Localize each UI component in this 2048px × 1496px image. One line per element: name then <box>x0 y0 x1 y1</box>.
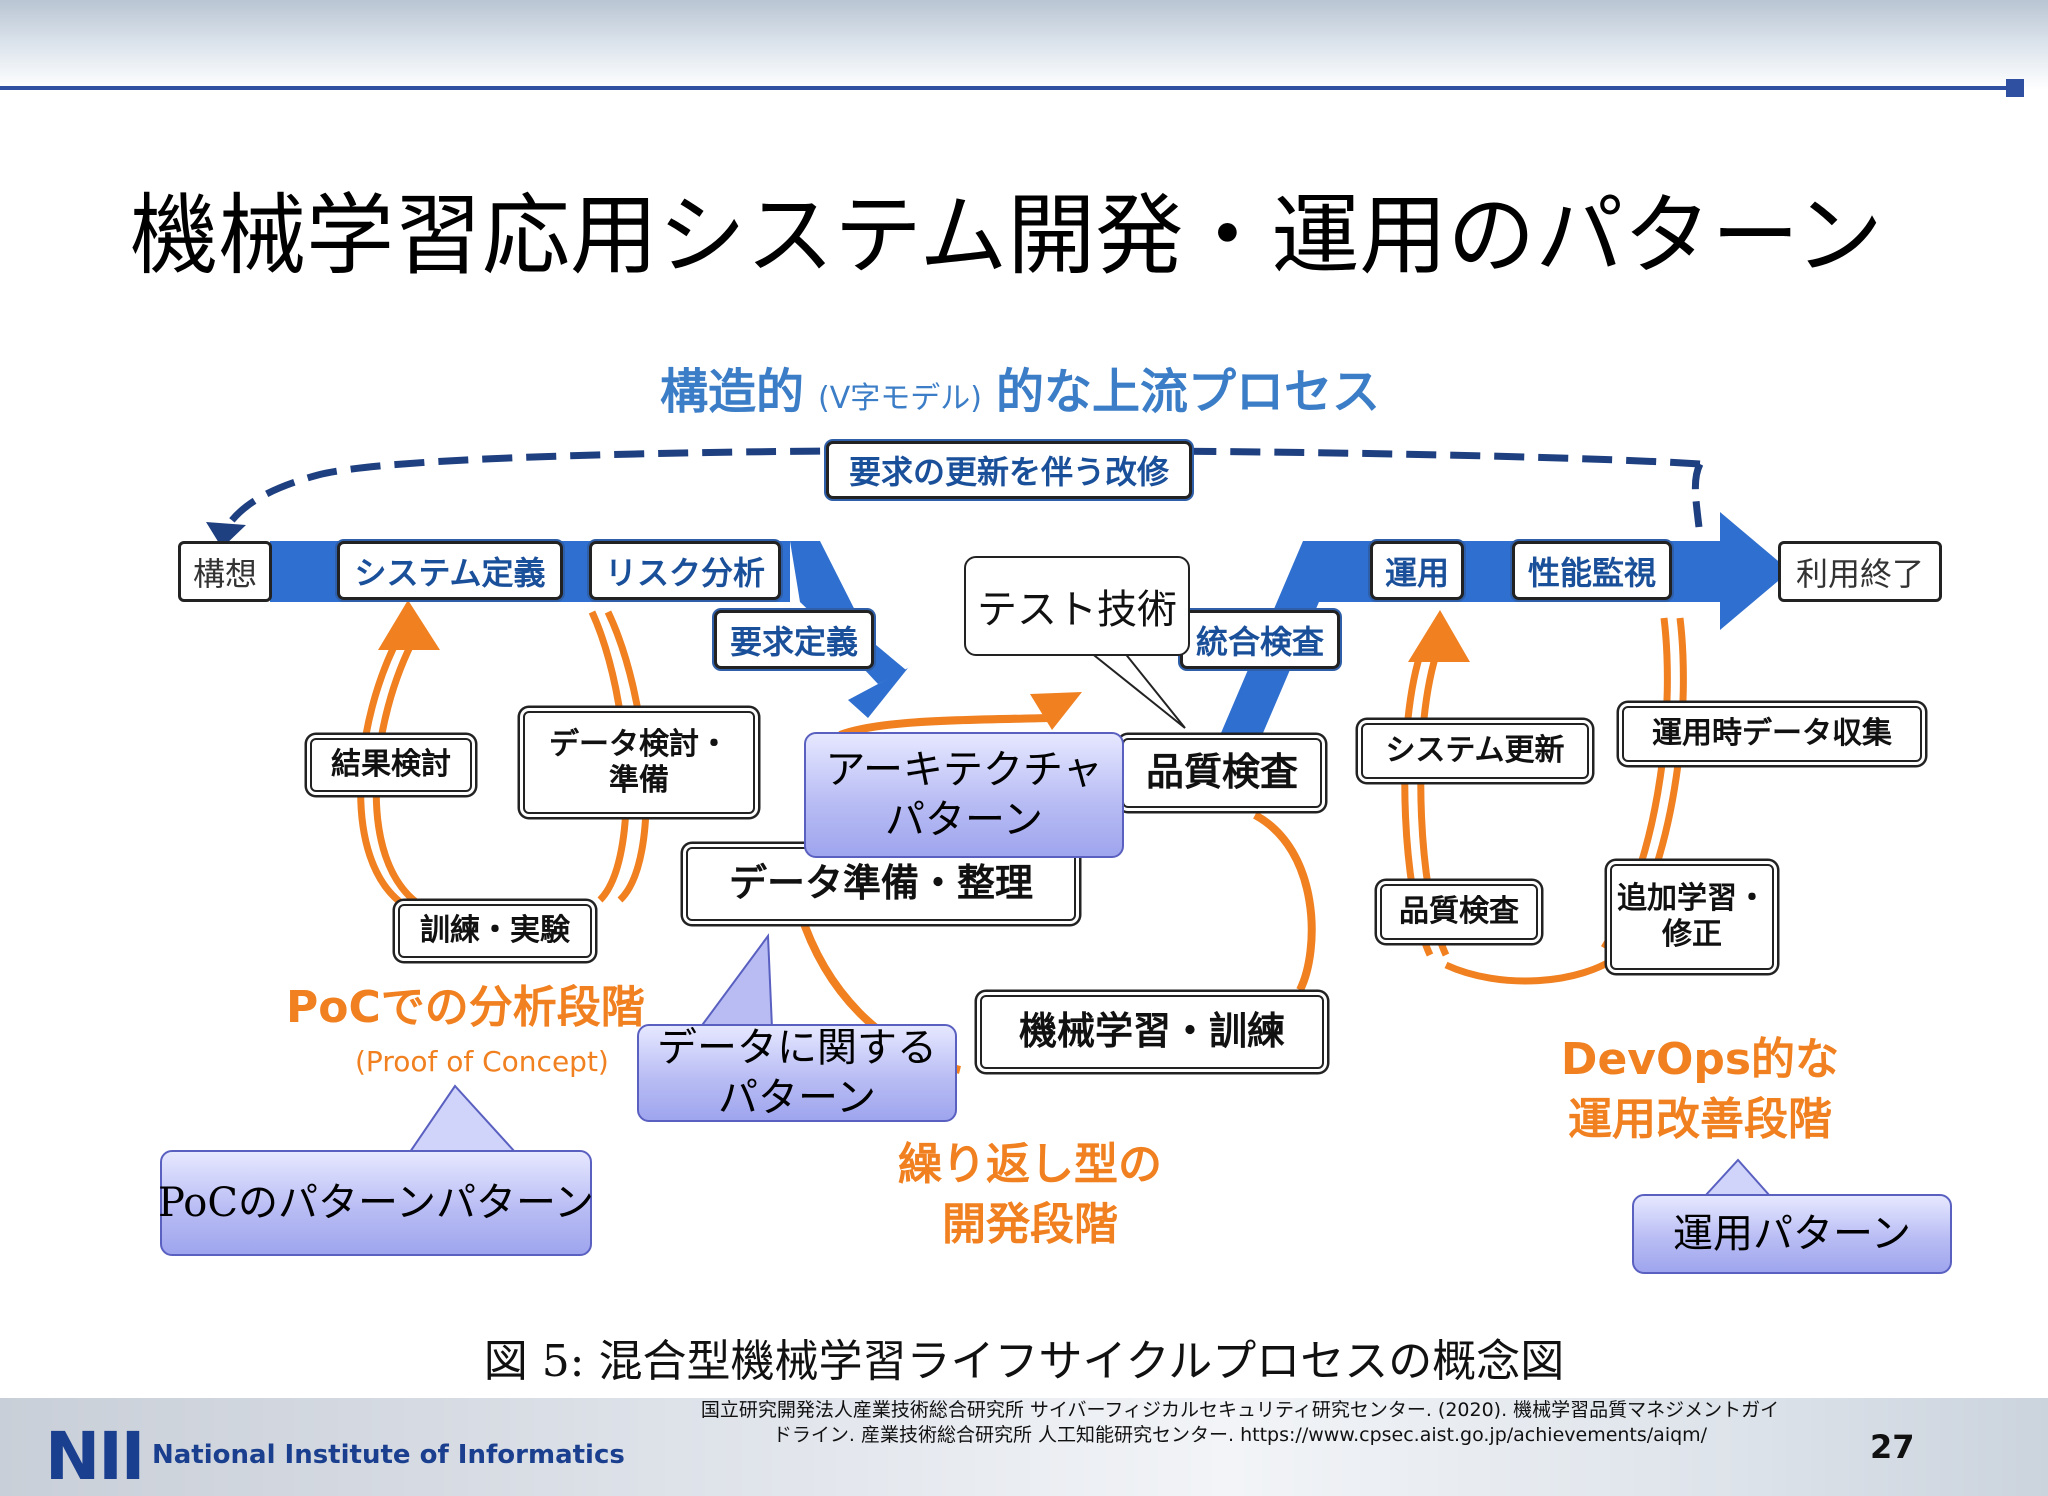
header-band <box>0 0 2048 90</box>
callout-architecture-patterns: アーキテクチャ パターン <box>804 732 1124 858</box>
feedback-arrow-left-head <box>206 522 246 548</box>
devops-operational-data-collection: 運用時データ収集 <box>1622 706 1922 762</box>
iterative-stage-label-line2: 開発段階 <box>942 1199 1118 1250</box>
poc-training-experiment: 訓練・実験 <box>398 904 592 958</box>
step-risk-analysis: リスク分析 <box>589 541 781 600</box>
step-operation: 運用 <box>1370 541 1464 600</box>
devops-system-update: システム更新 <box>1361 723 1589 779</box>
iter-ml-training: 機械学習・訓練 <box>980 995 1324 1069</box>
step-performance-monitoring: 性能監視 <box>1512 541 1672 600</box>
iter-quality-inspection: 品質検査 <box>1122 738 1322 808</box>
iterative-stage-label: 繰り返し型の 開発段階 <box>880 1135 1180 1255</box>
reference-line1: 国立研究開発法人産業技術総合研究所 サイバーフィジカルセキュリティ研究センター.… <box>700 1399 1780 1421</box>
poc-stage-sublabel: (Proof of Concept) <box>355 1045 609 1078</box>
feedback-label-box: 要求の更新を伴う改修 <box>826 441 1192 499</box>
poc-data-review: データ検討・ 準備 <box>523 711 755 814</box>
nii-org-name: National Institute of Informatics <box>152 1440 625 1470</box>
callout-poc-patterns: PoCのパターンパターン <box>158 1150 594 1256</box>
page-number: 27 <box>1870 1428 1915 1466</box>
iterative-stage-label-line1: 繰り返し型の <box>898 1139 1162 1190</box>
devops-additional-learning: 追加学習・ 修正 <box>1610 864 1774 970</box>
end-box-retirement: 利用終了 <box>1778 541 1942 602</box>
poc-data-review-line2: 準備 <box>609 762 669 798</box>
poc-orange-loop-head <box>378 600 440 650</box>
devops-additional-learning-line1: 追加学習・ <box>1617 881 1767 916</box>
header-rule <box>0 86 2012 90</box>
reference-citation: 国立研究開発法人産業技術総合研究所 サイバーフィジカルセキュリティ研究センター.… <box>660 1398 1820 1448</box>
callout-data-line2: パターン <box>718 1075 876 1121</box>
devops-orange-loop-head <box>1408 610 1470 662</box>
callout-architecture-line2: パターン <box>885 797 1043 843</box>
step-integration-test: 統合検査 <box>1180 610 1340 669</box>
test-technique-callout-tail <box>1050 651 1186 729</box>
poc-data-review-line1: データ検討・ <box>549 726 729 762</box>
devops-quality-inspection: 品質検査 <box>1380 884 1538 940</box>
nii-logo: NII <box>45 1418 145 1495</box>
step-system-definition: システム定義 <box>337 541 563 600</box>
iterative-orange-loop-head <box>1030 692 1082 730</box>
operation-patterns-callout-tail <box>1704 1158 1771 1197</box>
devops-additional-learning-line2: 修正 <box>1662 917 1722 952</box>
callout-test-technique: テスト技術 <box>964 556 1190 656</box>
devops-stage-label: DevOps的な 運用改善段階 <box>1530 1030 1870 1150</box>
devops-stage-label-line1: DevOps的な <box>1560 1034 1840 1085</box>
step-requirements-definition: 要求定義 <box>714 610 874 669</box>
devops-stage-label-line2: 運用改善段階 <box>1568 1094 1832 1145</box>
feedback-dashed-arrow-right <box>1691 462 1704 537</box>
callout-operation-patterns: 運用パターン <box>1632 1194 1952 1274</box>
upstream-heading: 構造的(V字モデル)的な上流プロセス <box>660 364 1380 420</box>
header-rule-end-marker <box>2006 79 2024 97</box>
feedback-dashed-arrow <box>221 446 1701 532</box>
slide-title: 機械学習応用システム開発・運用のパターン <box>130 184 1883 287</box>
start-box-concept: 構想 <box>178 541 272 602</box>
iter-data-preparation: データ準備・整理 <box>686 847 1076 921</box>
callout-data-line1: データに関する <box>657 1025 937 1071</box>
poc-result-review: 結果検討 <box>310 738 472 792</box>
callout-data-patterns: データに関する パターン <box>637 1024 957 1122</box>
poc-stage-label: PoCでの分析段階 <box>286 982 645 1033</box>
reference-line2: ドライン. 産業技術総合研究所 人工知能研究センター. https://www.… <box>772 1424 1708 1447</box>
poc-patterns-callout-tail <box>409 1084 516 1153</box>
callout-architecture-line1: アーキテクチャ <box>825 747 1103 793</box>
data-patterns-callout-tail <box>699 933 773 1029</box>
footer-band <box>0 1398 2048 1496</box>
figure-caption: 図 5: 混合型機械学習ライフサイクルプロセスの概念図 <box>483 1336 1565 1387</box>
